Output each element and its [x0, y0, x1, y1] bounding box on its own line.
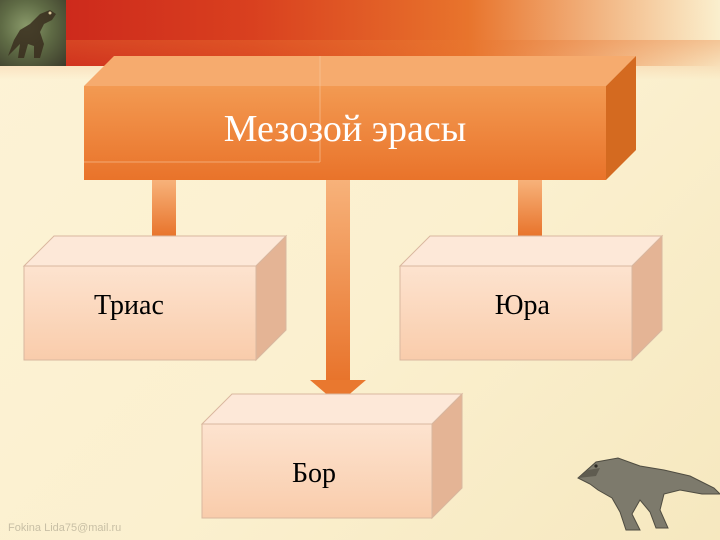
arrow-to-bor	[310, 180, 366, 404]
yura-box	[398, 234, 664, 362]
bor-label: Бор	[291, 458, 337, 489]
trias-label: Триас	[94, 290, 164, 321]
root-label: Мезозой эрасы	[223, 108, 467, 150]
watermark-text: Fokina Lida75@mail.ru	[8, 522, 122, 534]
dinosaur-photo-thumbnail	[0, 0, 66, 66]
root-box-top	[84, 56, 636, 86]
t-rex-illustration	[577, 457, 720, 531]
root-box-front	[84, 86, 606, 180]
bor-box	[200, 392, 464, 520]
root-box-side	[606, 56, 636, 180]
trias-box	[22, 234, 288, 362]
header-band	[0, 0, 720, 66]
root-box	[84, 56, 636, 180]
yura-label: Юра	[494, 290, 550, 321]
